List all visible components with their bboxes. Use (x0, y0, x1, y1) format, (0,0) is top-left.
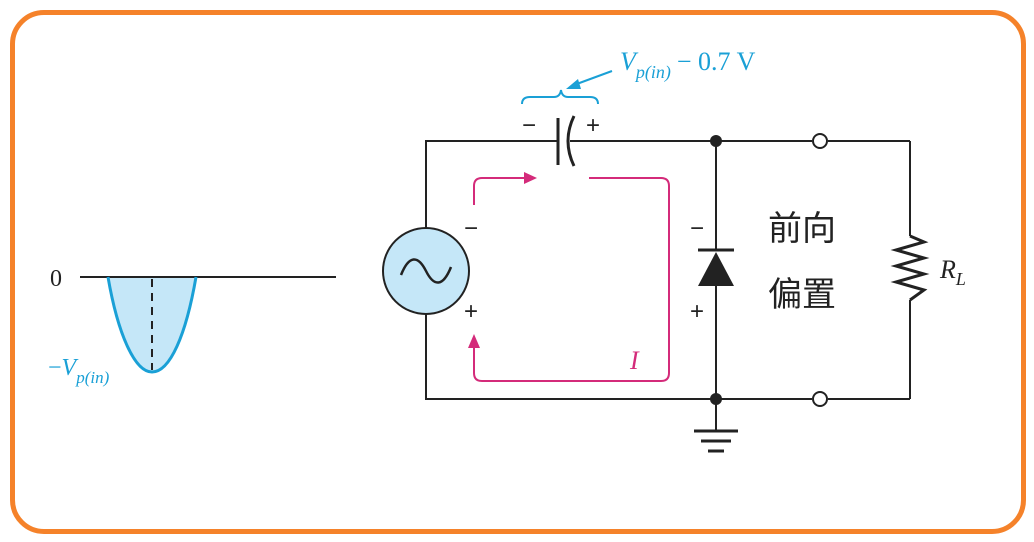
junction-bottom (710, 393, 722, 405)
bias-text-line1: 前向 (768, 210, 836, 248)
capacitor-brace (521, 89, 599, 105)
current-arrow-left (468, 334, 480, 348)
circuit-wires (425, 140, 911, 430)
current-loop: I (468, 172, 670, 382)
waveform-zero-label: 0 (50, 266, 62, 292)
capacitor: − + Vp(in) − 0.7 V (521, 47, 756, 167)
diode-minus: − (690, 215, 704, 242)
load-resistor: RL (890, 234, 966, 302)
diagram-frame (10, 10, 1026, 534)
ac-source: − + (382, 215, 478, 325)
peak-sign: − (48, 355, 62, 381)
capacitor-minus: − (522, 112, 536, 139)
input-waveform: 0 −Vp(in) (48, 266, 336, 387)
output-terminal-bottom (812, 391, 828, 407)
current-path-top-left (473, 177, 532, 205)
sine-icon (399, 258, 453, 284)
junction-top (710, 135, 722, 147)
output-terminal-top (812, 133, 828, 149)
diode: − + (690, 215, 734, 325)
current-label: I (629, 346, 640, 375)
diode-triangle (698, 252, 734, 286)
waveform-curve (106, 276, 198, 374)
capacitor-plus: + (586, 112, 600, 139)
source-plus: + (464, 298, 478, 325)
peak-v: V (62, 355, 79, 381)
peak-sub: p(in) (75, 368, 109, 387)
cap-rest: − 0.7 V (677, 47, 756, 76)
cap-v: V (620, 47, 639, 76)
capacitor-voltage-label: Vp(in) − 0.7 V (620, 47, 756, 83)
ground-icon (694, 429, 738, 453)
resistor-r: R (939, 255, 956, 284)
waveform-peak-label: −Vp(in) (48, 355, 110, 387)
bottom-left-wire (425, 314, 812, 400)
source-minus: − (464, 215, 478, 242)
current-arrow-top (524, 172, 537, 184)
capacitor-callout-line (573, 70, 613, 86)
bias-text-line2: 偏置 (768, 276, 836, 314)
capacitor-callout-arrowhead (566, 79, 581, 89)
diode-plus: + (690, 298, 704, 325)
cap-sub: p(in) (634, 62, 671, 83)
capacitor-curved-plate (566, 115, 576, 167)
left-wire (425, 140, 558, 230)
resistor-zigzag (890, 234, 930, 302)
resistor-sub: L (955, 269, 966, 289)
current-path-right (473, 177, 670, 382)
resistor-label: RL (939, 255, 966, 289)
